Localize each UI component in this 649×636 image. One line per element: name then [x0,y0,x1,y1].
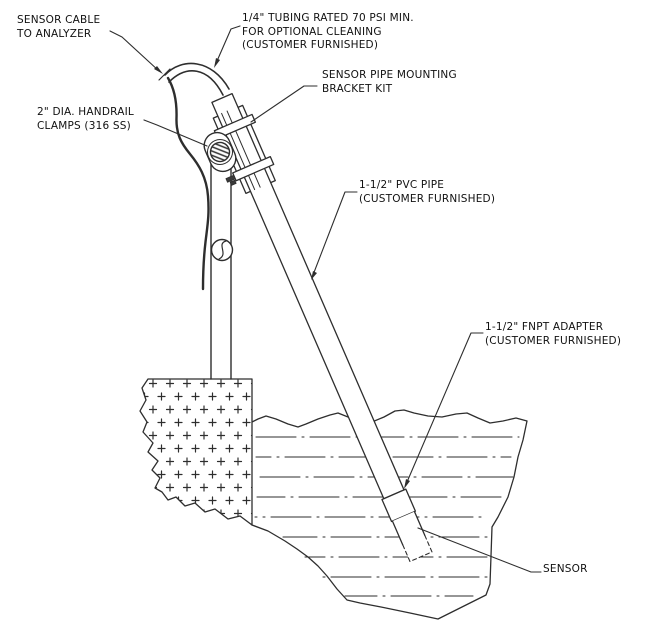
leader-pvc-pipe [312,191,358,276]
label-fnpt-adapter: 1-1/2" FNPT ADAPTER (CUSTOMER FURNISHED) [485,321,622,347]
pipe-break-symbol [210,238,234,262]
rail-cross-section [209,141,231,163]
sensor-cable-and-tubing [158,62,230,291]
leader-bracket-kit [250,85,318,123]
handrail-clamp [203,131,237,173]
strap-bolt-lower [225,174,237,186]
water-surface-lines [254,436,520,597]
sensor-body [392,511,432,562]
leader-fnpt-adapter [406,332,484,483]
concrete-deck [139,378,253,526]
label-sensor-cable: SENSOR CABLE TO ANALYZER [17,14,101,40]
leader-sensor [417,527,542,573]
hanging-cable [166,76,210,291]
leader-tubing [216,25,241,62]
label-handrail-clamps: 2" DIA. HANDRAIL CLAMPS (316 SS) [37,106,134,132]
leader-lines [109,25,542,573]
sensor-tip-hidden-lines [402,534,433,563]
label-sensor: SENSOR [543,563,588,575]
leader-handrail-clamps [143,119,208,147]
leader-sensor-cable [109,30,160,72]
label-tubing: 1/4" TUBING RATED 70 PSI MIN. FOR OPTION… [242,12,414,51]
label-bracket-kit: SENSOR PIPE MOUNTING BRACKET KIT [322,69,457,95]
handrail-post [210,159,234,380]
water-basin-outline [251,409,528,620]
label-pvc-pipe: 1-1/2" PVC PIPE (CUSTOMER FURNISHED) [359,179,496,205]
